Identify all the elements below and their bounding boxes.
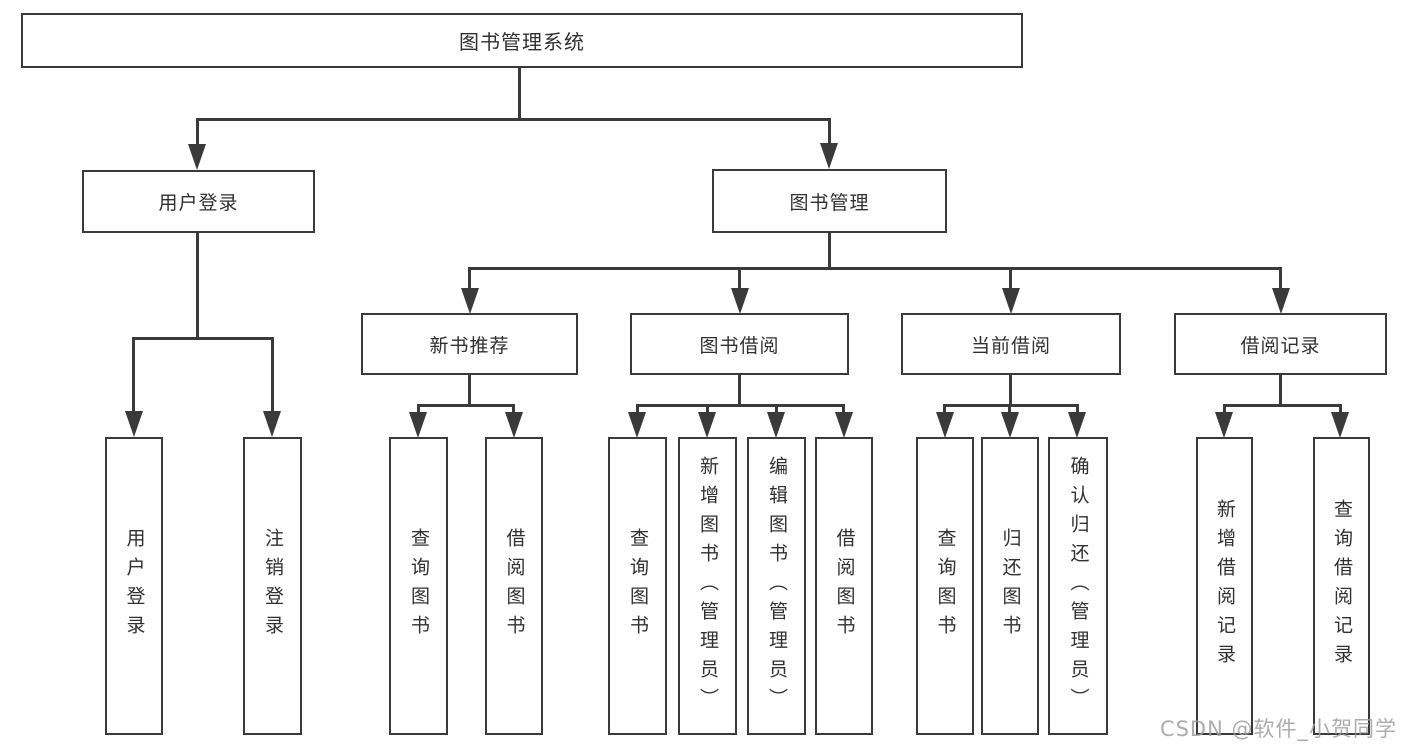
- arrowhead-icon: [820, 143, 838, 169]
- arrowhead-icon: [1001, 412, 1019, 438]
- node-book-management: 图书管理: [712, 169, 947, 233]
- leaf-query-borrow-record-label: 查询借阅记录: [1331, 499, 1353, 673]
- arrowhead-icon: [505, 412, 523, 438]
- leaf-query-books-borrow: 查询图书: [608, 437, 667, 735]
- leaf-logout: 注销登录: [243, 437, 302, 735]
- arrowhead-icon: [731, 288, 749, 314]
- connector-line: [943, 404, 1079, 407]
- connector-line: [1279, 375, 1282, 407]
- leaf-user-login-label: 用户登录: [123, 528, 146, 644]
- node-current-borrow: 当前借阅: [901, 313, 1121, 375]
- connector-line: [132, 337, 135, 415]
- connector-line: [469, 267, 1282, 270]
- connector-line: [828, 233, 831, 270]
- arrowhead-icon: [1215, 412, 1233, 438]
- node-book-borrow: 图书借阅: [630, 313, 849, 375]
- connector-line: [1279, 267, 1282, 291]
- arrowhead-icon: [188, 144, 206, 170]
- connector-line: [196, 118, 199, 146]
- leaf-query-books-current: 查询图书: [916, 437, 974, 735]
- connector-line: [706, 404, 709, 414]
- connector-line: [417, 404, 420, 414]
- connector-line: [828, 118, 831, 146]
- node-root: 图书管理系统: [21, 13, 1023, 68]
- leaf-logout-label: 注销登录: [262, 528, 284, 644]
- leaf-borrow-books-recommend-label: 借阅图书: [503, 528, 526, 644]
- arrowhead-icon: [1002, 288, 1020, 314]
- leaf-add-books-admin: 新增图书（管理员）: [678, 437, 737, 735]
- node-current-borrow-label: 当前借阅: [970, 334, 1051, 357]
- connector-line: [738, 375, 741, 407]
- arrowhead-icon: [1272, 288, 1290, 314]
- arrowhead-icon: [409, 412, 427, 438]
- node-borrow-records: 借阅记录: [1174, 313, 1387, 375]
- leaf-borrow-books-recommend: 借阅图书: [485, 437, 543, 735]
- node-book-borrow-label: 图书借阅: [699, 334, 780, 357]
- connector-line: [417, 404, 515, 407]
- leaf-borrow-books-label: 借阅图书: [833, 528, 856, 644]
- arrowhead-icon: [835, 412, 853, 438]
- connector-line: [1339, 404, 1342, 414]
- leaf-query-books-borrow-label: 查询图书: [627, 528, 649, 644]
- arrowhead-icon: [263, 411, 281, 437]
- connector-line: [1076, 404, 1079, 414]
- connector-line: [1223, 404, 1342, 407]
- leaf-query-books-recommend: 查询图书: [389, 437, 448, 735]
- node-new-book-recommend-label: 新书推荐: [429, 334, 510, 357]
- leaf-confirm-return-admin: 确认归还（管理员）: [1048, 437, 1108, 735]
- connector-line: [518, 68, 521, 121]
- node-new-book-recommend: 新书推荐: [361, 313, 578, 375]
- leaf-borrow-books: 借阅图书: [815, 437, 873, 735]
- leaf-add-books-admin-label: 新增图书（管理员）: [697, 455, 719, 717]
- csdn-watermark: CSDN @软件_小贺同学: [1159, 717, 1397, 741]
- connector-line: [271, 337, 274, 415]
- node-user-login: 用户登录: [82, 170, 315, 233]
- arrowhead-icon: [125, 411, 143, 437]
- arrowhead-icon: [461, 288, 479, 314]
- connector-line: [636, 404, 639, 414]
- arrowhead-icon: [767, 412, 785, 438]
- leaf-query-borrow-record: 查询借阅记录: [1313, 437, 1370, 735]
- connector-line: [636, 404, 845, 407]
- connector-line: [775, 404, 778, 414]
- arrowhead-icon: [628, 412, 646, 438]
- connector-line: [738, 267, 741, 291]
- arrowhead-icon: [936, 412, 954, 438]
- leaf-edit-books-admin: 编辑图书（管理员）: [747, 437, 806, 735]
- connector-line: [1223, 404, 1226, 414]
- leaf-edit-books-admin-label: 编辑图书（管理员）: [766, 455, 788, 717]
- connector-line: [197, 118, 831, 121]
- connector-line: [512, 404, 515, 414]
- connector-line: [468, 267, 471, 291]
- leaf-query-books-current-label: 查询图书: [934, 528, 957, 644]
- arrowhead-icon: [698, 412, 716, 438]
- node-borrow-records-label: 借阅记录: [1240, 334, 1321, 357]
- connector-line: [196, 233, 199, 340]
- leaf-return-books-label: 归还图书: [999, 528, 1022, 644]
- node-root-label: 图书管理系统: [459, 30, 585, 54]
- leaf-user-login: 用户登录: [105, 437, 163, 735]
- arrowhead-icon: [1068, 412, 1086, 438]
- connector-line: [842, 404, 845, 414]
- arrowhead-icon: [1331, 412, 1349, 438]
- leaf-query-books-recommend-label: 查询图书: [408, 528, 430, 644]
- connector-line: [1009, 267, 1012, 291]
- connector-line: [1009, 375, 1012, 407]
- leaf-add-borrow-record-label: 新增借阅记录: [1214, 499, 1236, 673]
- connector-line: [943, 404, 946, 414]
- node-user-login-label: 用户登录: [158, 192, 239, 214]
- node-book-management-label: 图书管理: [789, 191, 870, 214]
- leaf-confirm-return-admin-label: 确认归还（管理员）: [1067, 455, 1090, 717]
- leaf-return-books: 归还图书: [981, 437, 1039, 735]
- connector-line: [133, 337, 274, 340]
- connector-line: [468, 375, 471, 407]
- leaf-add-borrow-record: 新增借阅记录: [1196, 437, 1253, 735]
- connector-line: [1008, 404, 1011, 414]
